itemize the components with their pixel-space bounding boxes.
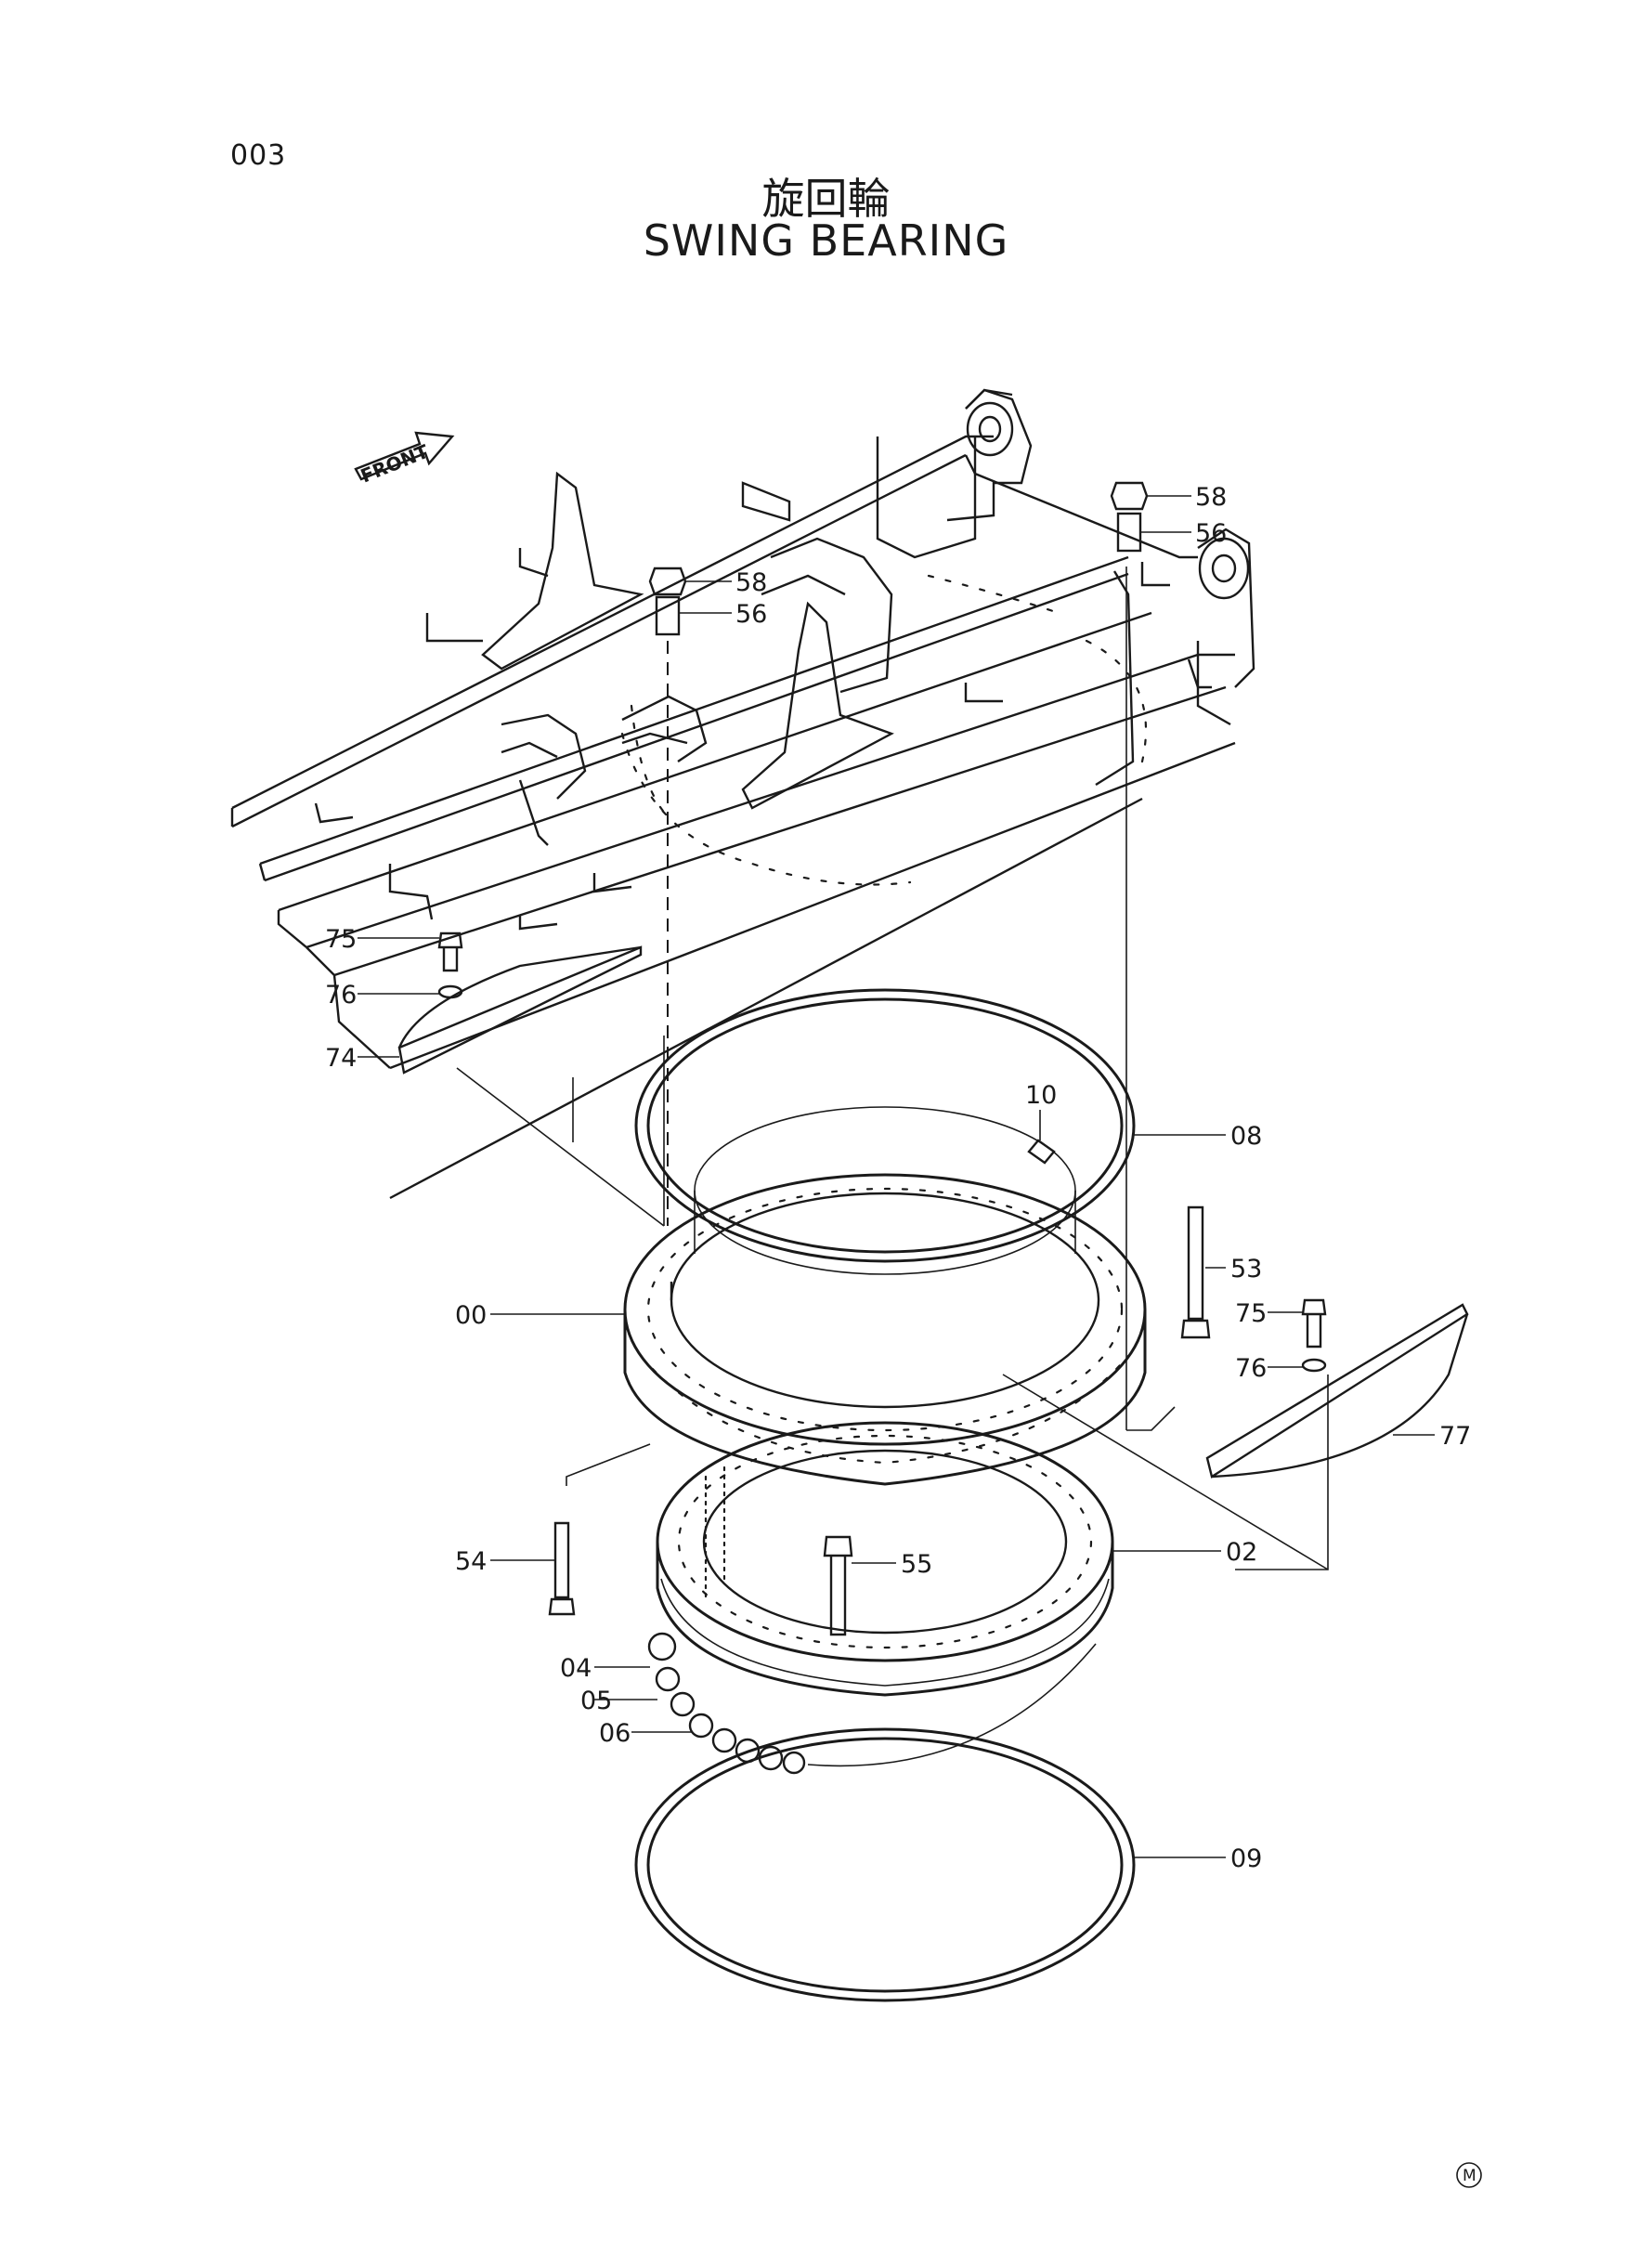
callout-08: 08 bbox=[1230, 1122, 1262, 1151]
bearing-00-outer-race bbox=[623, 1106, 1147, 1486]
callout-58-right: 58 bbox=[1195, 483, 1227, 512]
callout-53: 53 bbox=[1230, 1255, 1262, 1283]
title-japanese: 旋回輪 bbox=[761, 174, 891, 224]
bearing-02-inner-race bbox=[656, 1421, 1114, 1697]
callout-75-right: 75 bbox=[1235, 1299, 1267, 1328]
upper-frame bbox=[230, 388, 1255, 1200]
callout-74: 74 bbox=[325, 1044, 357, 1073]
front-arrow-label: FRONT bbox=[358, 440, 432, 488]
callout-58-left: 58 bbox=[735, 568, 767, 597]
seal-09 bbox=[634, 1727, 1136, 2002]
rolling-elements bbox=[647, 1632, 1097, 1775]
callout-labels: 58 56 58 56 75 76 74 10 08 53 75 76 77 0… bbox=[325, 483, 1471, 1873]
callout-55: 55 bbox=[901, 1550, 932, 1579]
callout-56-left: 56 bbox=[735, 600, 767, 629]
front-arrow-icon: FRONT bbox=[354, 431, 455, 488]
callout-76-right: 76 bbox=[1235, 1354, 1267, 1383]
seal-08 bbox=[634, 988, 1136, 1263]
callout-02: 02 bbox=[1226, 1538, 1257, 1567]
centerlines bbox=[456, 567, 1329, 1570]
leader-lines bbox=[358, 495, 1435, 1858]
callout-75-left: 75 bbox=[325, 925, 357, 954]
callout-04: 04 bbox=[560, 1654, 592, 1683]
callout-10: 10 bbox=[1025, 1081, 1057, 1110]
callout-76-left: 76 bbox=[325, 981, 357, 1010]
fasteners bbox=[397, 481, 1469, 1636]
corner-mark-visible: M bbox=[1456, 2162, 1482, 2188]
title-english: SWING BEARING bbox=[643, 215, 1009, 266]
corner-mark-letter: M bbox=[1463, 2167, 1476, 2185]
callout-06: 06 bbox=[599, 1719, 631, 1748]
callout-77: 77 bbox=[1439, 1422, 1471, 1451]
page-number: 003 bbox=[230, 139, 287, 172]
callout-00: 00 bbox=[455, 1301, 487, 1330]
callout-05: 05 bbox=[580, 1687, 612, 1715]
callout-56-right: 56 bbox=[1195, 519, 1227, 548]
callout-54: 54 bbox=[455, 1547, 487, 1576]
callout-09: 09 bbox=[1230, 1844, 1262, 1873]
